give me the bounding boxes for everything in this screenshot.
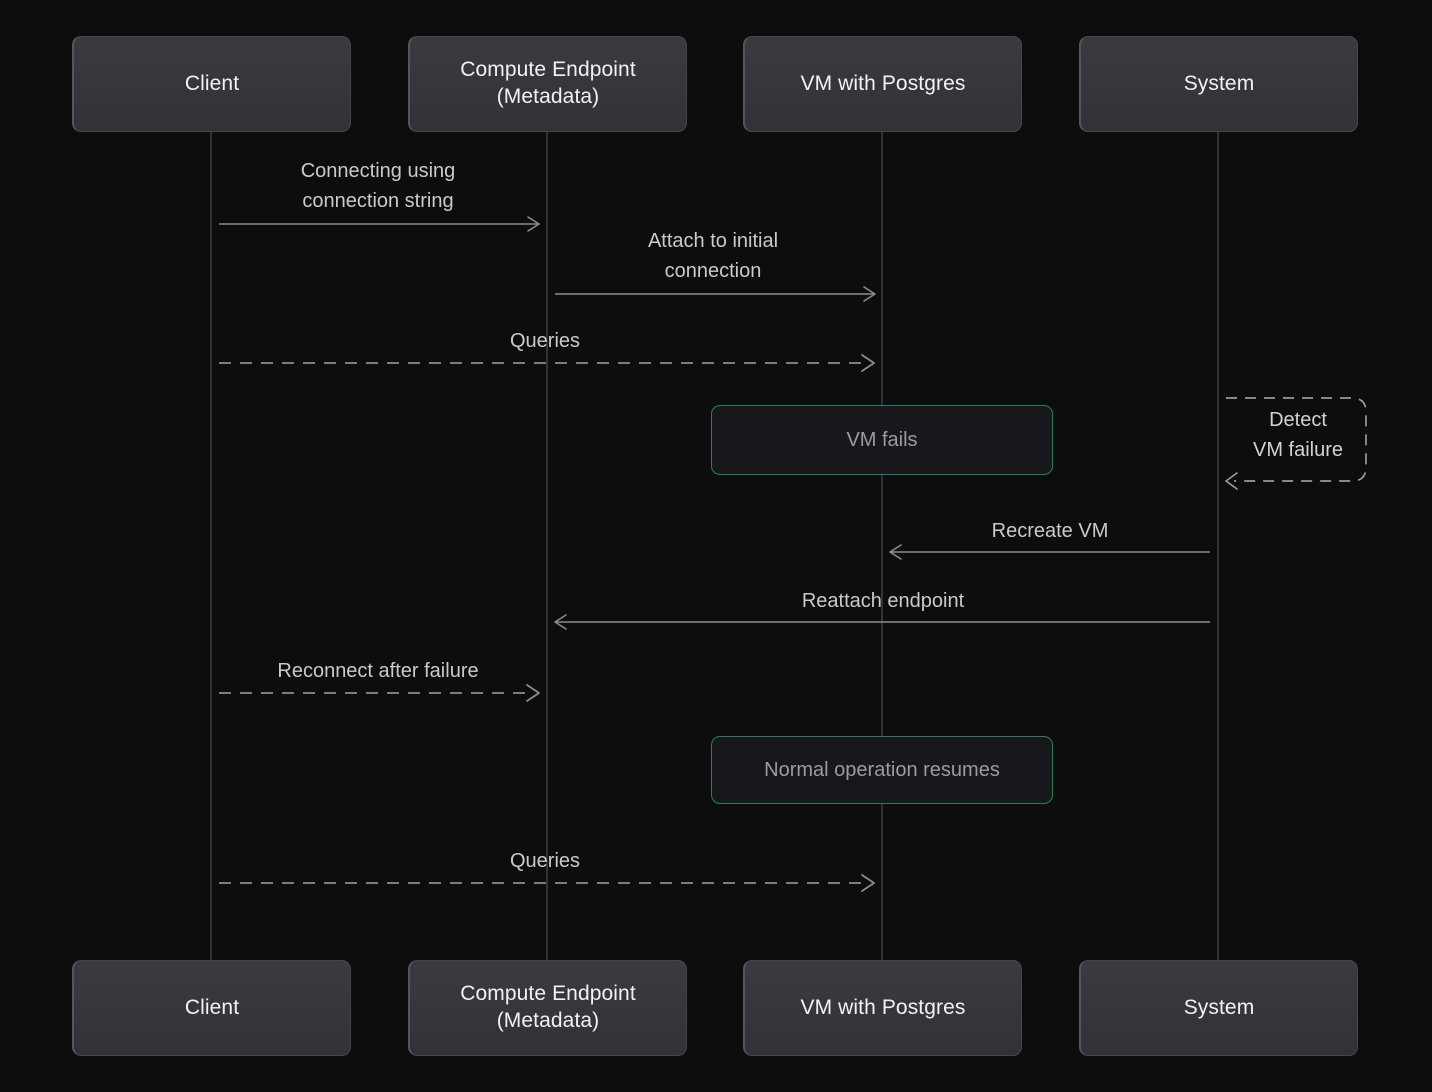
message-arrow-connecting-using-connection-string: [219, 216, 540, 232]
participant-footer-client-label: Client: [184, 995, 240, 1019]
participant-footer-compute-endpoint-label: Compute Endpoint (Metadata): [460, 981, 636, 1035]
participant-header-compute-endpoint[interactable]: Compute Endpoint (Metadata): [408, 36, 687, 132]
participant-header-client[interactable]: Client: [72, 36, 351, 132]
participant-footer-system-label: System: [1183, 995, 1255, 1019]
participant-footer-compute-endpoint-line1: Compute Endpoint: [460, 982, 636, 1006]
message-arrow-queries-1: [219, 354, 875, 372]
participant-footer-vm-with-postgres-label: VM with Postgres: [800, 995, 966, 1019]
note-vm-fails[interactable]: VM fails: [711, 405, 1053, 475]
message-arrow-queries-2: [219, 874, 875, 892]
participant-header-vm-with-postgres[interactable]: VM with Postgres: [743, 36, 1022, 132]
participant-header-client-label: Client: [184, 71, 240, 95]
note-normal-operation-resumes[interactable]: Normal operation resumes: [711, 736, 1053, 804]
note-normal-operation-resumes-label: Normal operation resumes: [764, 759, 1000, 781]
message-arrow-reconnect-after-failure: [219, 684, 540, 702]
message-arrow-recreate-vm: [889, 544, 1210, 560]
lifelines-group: [210, 132, 1219, 960]
participant-header-compute-endpoint-label: Compute Endpoint (Metadata): [460, 57, 636, 111]
note-vm-fails-label: VM fails: [846, 429, 918, 451]
self-message-detect-vm-failure: [1225, 397, 1367, 490]
participant-footer-vm-with-postgres[interactable]: VM with Postgres: [743, 960, 1022, 1056]
participant-footer-client[interactable]: Client: [72, 960, 351, 1056]
participant-footer-compute-endpoint[interactable]: Compute Endpoint (Metadata): [408, 960, 687, 1056]
participant-header-system-label: System: [1183, 71, 1255, 95]
participant-footer-compute-endpoint-line2: (Metadata): [496, 1009, 600, 1032]
participant-header-compute-endpoint-line1: Compute Endpoint: [460, 58, 636, 82]
participant-header-compute-endpoint-line2: (Metadata): [496, 85, 600, 108]
participant-header-vm-with-postgres-label: VM with Postgres: [800, 71, 966, 95]
participant-header-system[interactable]: System: [1079, 36, 1358, 132]
message-arrow-reattach-endpoint: [554, 614, 1210, 630]
participant-footer-system[interactable]: System: [1079, 960, 1358, 1056]
message-arrow-attach-to-initial-connection: [555, 286, 876, 302]
